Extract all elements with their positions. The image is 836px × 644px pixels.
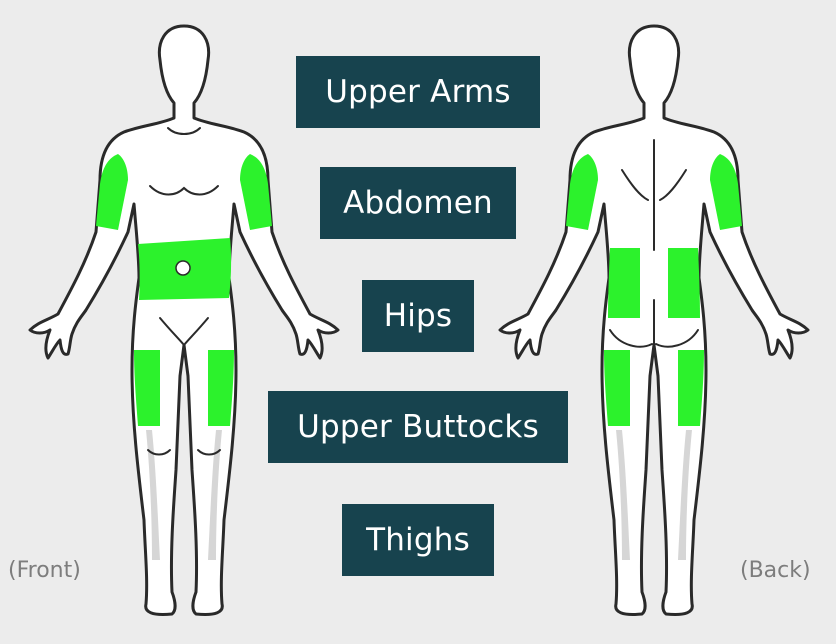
upper-arms-text: Upper Arms (325, 74, 510, 110)
front-figure (30, 26, 338, 615)
front-view-label: (Front) (8, 558, 81, 583)
abdomen-label: Abdomen (320, 167, 516, 239)
thighs-label: Thighs (342, 504, 494, 576)
upper-buttocks-text: Upper Buttocks (297, 409, 539, 445)
front-thigh-left-site (134, 350, 160, 426)
back-thigh-right-site (678, 350, 704, 426)
front-body-silhouette (30, 26, 338, 615)
back-hip-left-site (608, 248, 640, 318)
front-navel-icon (176, 261, 190, 275)
back-hip-right-site (668, 248, 700, 318)
upper-arms-label: Upper Arms (296, 56, 540, 128)
thighs-text: Thighs (366, 522, 470, 558)
back-figure (500, 26, 808, 615)
hips-label: Hips (362, 280, 474, 352)
abdomen-text: Abdomen (343, 185, 493, 221)
upper-buttocks-label: Upper Buttocks (268, 391, 568, 463)
back-view-label: (Back) (740, 558, 811, 583)
back-thigh-left-site (604, 350, 630, 426)
front-thigh-right-site (208, 350, 234, 426)
hips-text: Hips (384, 298, 453, 334)
